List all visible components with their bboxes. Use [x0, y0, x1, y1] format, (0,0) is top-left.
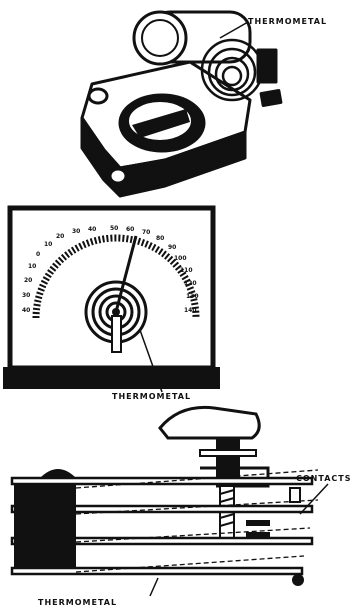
scale-label: 10	[44, 241, 52, 248]
scale-label: 30	[72, 228, 80, 235]
contacts-leader	[300, 484, 328, 514]
thermometal-label-choke: THERMOMETAL	[248, 17, 327, 26]
housing-end-cap-inner	[142, 20, 178, 56]
knob-shaft	[216, 438, 240, 482]
knob-washer	[200, 450, 256, 456]
thermometal-label-dial: THERMOMETAL	[112, 392, 191, 401]
scale-label: 130	[186, 293, 199, 300]
thermometal-coil	[202, 40, 262, 100]
dial-thermometer-figure: 40 30 20 10 0 10 20 30 40 50 60 70 80 90…	[3, 208, 220, 392]
scale-label: 50	[110, 225, 118, 232]
flange-bolt-hole-bottom	[110, 169, 126, 183]
scale-label: 70	[142, 229, 150, 236]
adjustment-knob	[160, 407, 259, 438]
scale-label: 140	[184, 307, 197, 314]
strip-bottom	[12, 568, 302, 574]
carburetor-choke-figure	[82, 12, 281, 196]
scale-label: 100	[174, 255, 187, 262]
scale-label: 80	[156, 235, 164, 242]
strip-top	[12, 478, 312, 484]
thermometal-leader-3	[150, 578, 158, 596]
insulator-stack	[14, 484, 76, 568]
scale-label: 20	[56, 233, 64, 240]
thermometal-label-switch: THERMOMETAL	[38, 598, 117, 607]
coil-bracket	[258, 50, 276, 82]
contacts-label: CONTACTS	[296, 474, 351, 483]
mount-dome	[40, 469, 76, 478]
scale-label: 10	[28, 263, 36, 270]
scale-label: 40	[88, 226, 96, 233]
scale-label: 120	[184, 280, 197, 287]
thermostat-switch-figure	[12, 407, 328, 596]
scale-label: 40	[22, 307, 30, 314]
scale-label: 110	[180, 267, 193, 274]
spiral-stem	[112, 316, 121, 352]
flange-bolt-hole-left	[89, 89, 107, 103]
scale-label: 30	[22, 292, 30, 299]
scale-label: 60	[126, 226, 134, 233]
deflection-lines	[76, 470, 318, 572]
scale-label: 90	[168, 244, 176, 251]
scale-label: 20	[24, 277, 32, 284]
thermometer-base	[3, 367, 220, 389]
scale-label: 0	[36, 251, 40, 258]
choke-lever	[261, 91, 281, 106]
